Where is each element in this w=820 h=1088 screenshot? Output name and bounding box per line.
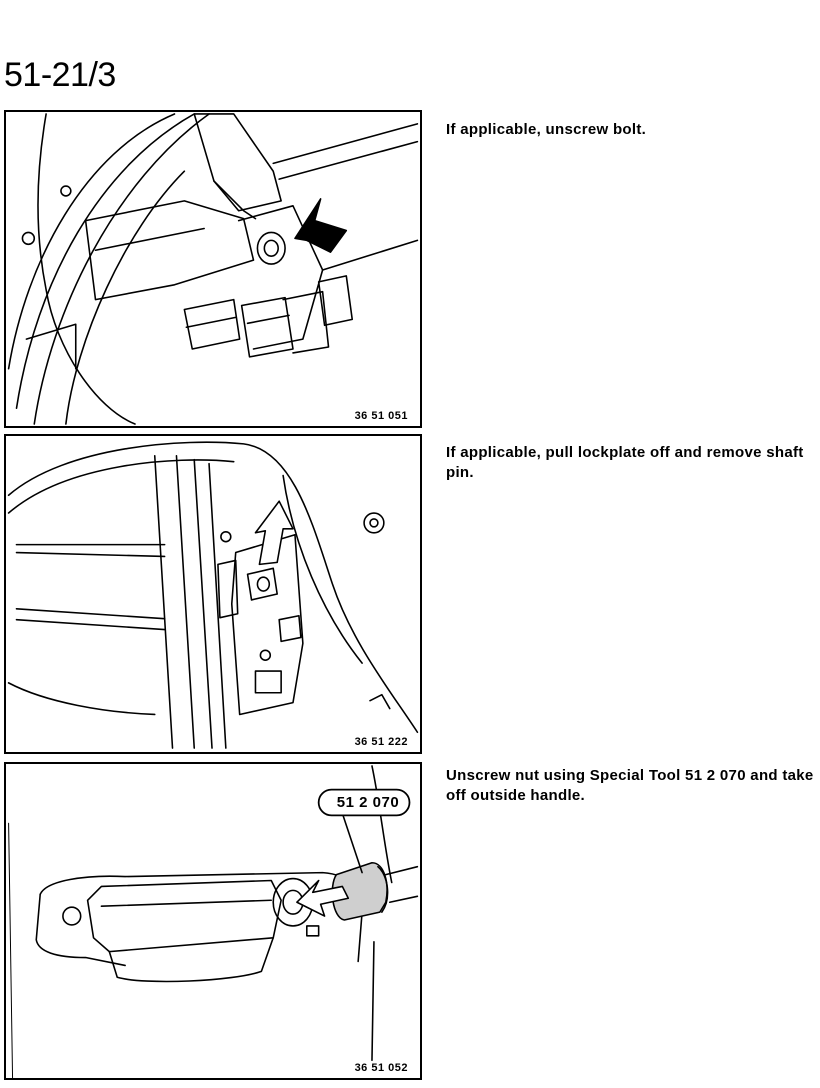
figure-reference-number: 36 51 222 [354,736,408,748]
step-2-instruction: If applicable, pull lockplate off and re… [446,444,804,481]
special-tool-callout [317,788,411,817]
step-3-illustration: 51 2 070 36 51 052 [4,762,422,1080]
step-1-line-drawing [7,113,419,425]
page-number: 51-21/3 [4,56,116,94]
figure-reference-number: 36 51 052 [354,1062,408,1074]
special-tool-label: 51 2 070 [336,794,400,811]
step-2-line-drawing [7,441,419,749]
step-1-illustration: 36 51 051 [4,110,422,428]
figure-reference-number: 36 51 051 [354,410,408,422]
step-2-illustration: 36 51 222 [4,434,422,754]
step-3-line-drawing [8,765,419,1078]
step-3-instruction: Unscrew nut using Special Tool 51 2 070 … [446,767,814,804]
step-1-instruction: If applicable, unscrew bolt. [446,121,647,138]
